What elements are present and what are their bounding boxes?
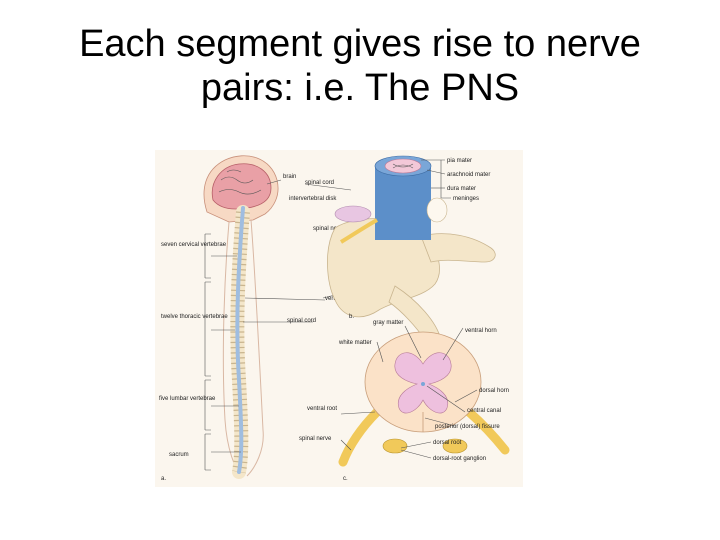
label-pia-mater: pia mater [447, 158, 472, 164]
central-canal-shape [421, 382, 425, 386]
label-dorsal-root: dorsal root [433, 440, 462, 446]
label-cervical: seven cervical vertebrae [161, 242, 227, 248]
panel-c-leaders [340, 325, 478, 459]
nerve-left [338, 407, 382, 467]
label-ventral-root: ventral root [307, 406, 337, 412]
label-dura-mater: dura mater [447, 186, 476, 192]
slide-title: Each segment gives rise to nerve pairs: … [0, 22, 720, 110]
cord-gray-butterfly [392, 163, 414, 169]
panel-a-drawing [203, 155, 356, 479]
label-dorsal-horn: dorsal horn [479, 388, 509, 394]
label-intervertebral-disk: intervertebral disk [289, 196, 337, 202]
torso-outline [246, 219, 264, 477]
cord-cross-section [384, 158, 422, 174]
label-spinal-cord-mid: spinal cord [287, 318, 316, 324]
brain-shape [211, 163, 272, 210]
label-spinal-cord-top: spinal cord [305, 180, 334, 186]
nerve-knob [426, 197, 448, 223]
panel-c-drawing [338, 325, 510, 467]
label-gray-matter: gray matter [373, 320, 403, 326]
label-brain: brain [283, 174, 296, 180]
ganglion-right [442, 438, 468, 454]
label-spinal-nerve-c: spinal nerve [299, 436, 332, 442]
title-line-1: Each segment gives rise to nerve [79, 23, 641, 65]
label-posterior-fissure: posterior (dorsal) fissure [435, 424, 500, 430]
panel-b-leaders [421, 159, 451, 199]
label-sacrum: sacrum [169, 452, 189, 458]
label-lumbar: five lumbar vertebrae [159, 396, 216, 402]
region-brackets [204, 233, 241, 471]
brain-folds [218, 169, 262, 195]
label-thoracic: twelve thoracic vertebrae [161, 314, 228, 320]
label-dorsal-root-ganglion: dorsal-root ganglion [433, 456, 486, 462]
label-white-matter: white matter [338, 340, 372, 346]
intervertebral-disk-shape [334, 205, 372, 223]
dura-cylinder [375, 164, 431, 240]
label-central-canal: central canal [467, 408, 501, 414]
label-spinal-nerve-b: spinal nerve [313, 226, 346, 232]
title-line-2: pairs: i.e. The PNS [200, 67, 520, 109]
panel-b-letter: b. [349, 314, 354, 320]
spinal-anatomy-figure: brain spinal cord intervertebral disk sp… [155, 150, 523, 487]
nerve-right [464, 407, 510, 455]
panel-c-letter: c. [343, 476, 348, 482]
label-arachnoid-mater: arachnoid mater [447, 172, 490, 178]
dorsal-root-ganglion-shape [382, 438, 408, 454]
panel-a-letter: a. [161, 476, 166, 482]
label-ventral-horn: ventral horn [465, 328, 497, 334]
spinal-cord [235, 206, 245, 474]
label-meninges: meninges [453, 196, 479, 202]
front-outline [222, 221, 242, 477]
vertebra-process [420, 233, 496, 263]
spinal-anatomy-svg: brain spinal cord intervertebral disk sp… [159, 155, 510, 482]
panel-b-drawing [327, 155, 496, 347]
spinal-nerve-shape [339, 218, 378, 244]
